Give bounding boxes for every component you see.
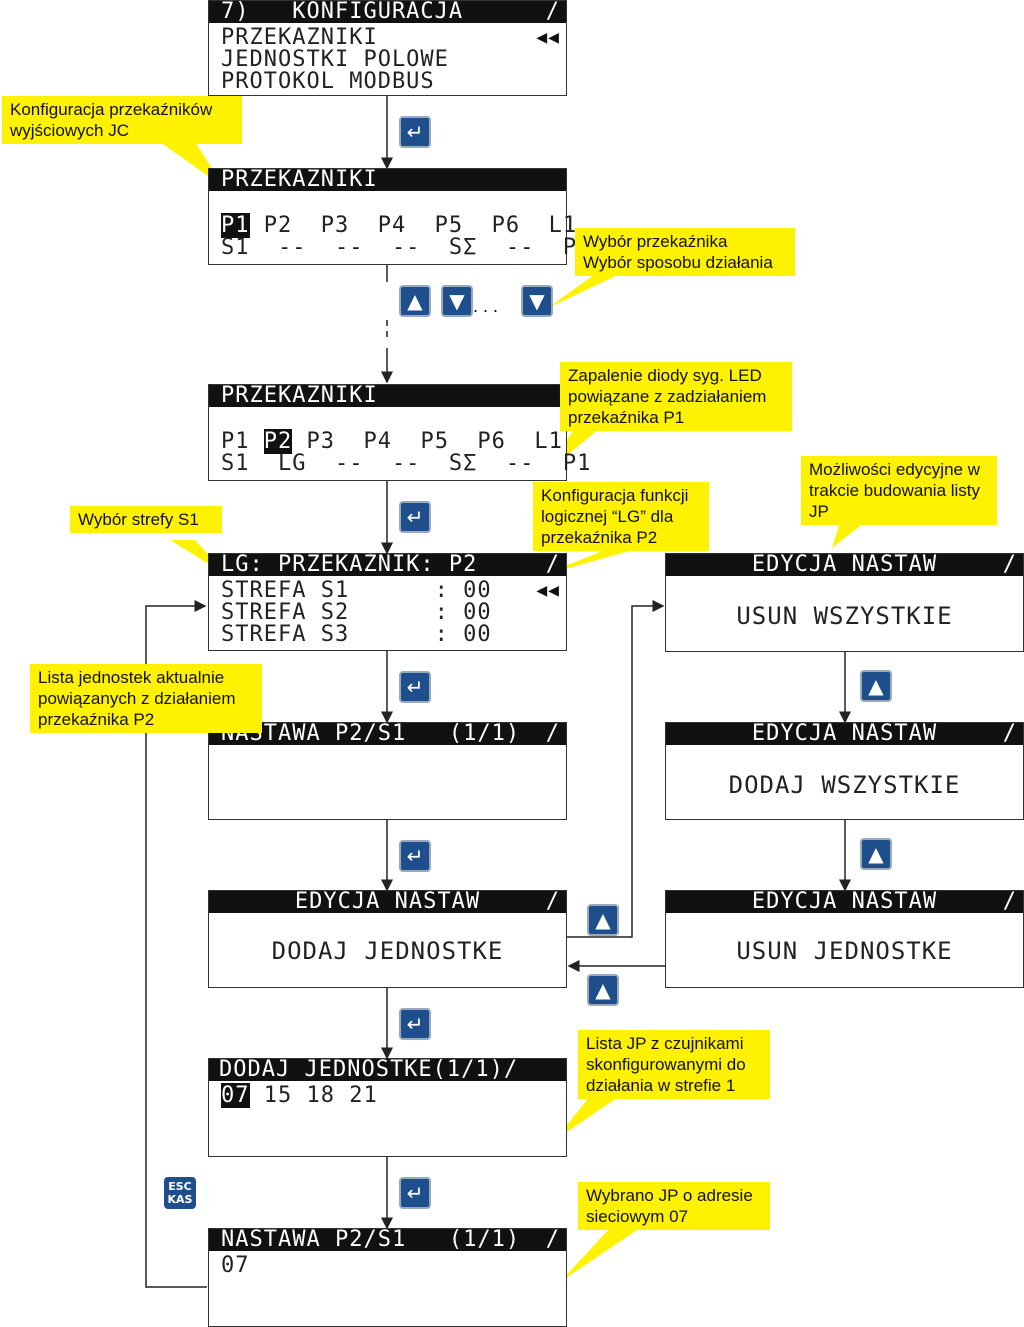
note-lista-jednostek: Lista jednostek aktualnie powiązanych z … — [30, 664, 262, 733]
relay-mode-row: S1 LG -- -- SΣ -- P1 — [221, 451, 592, 476]
screen-title: EDYCJA NASTAW/ — [666, 723, 1023, 745]
up-key-icon: ▲ — [860, 838, 892, 870]
ellipsis: . . . — [473, 296, 499, 316]
relay-mode-row: S1 -- -- -- SΣ -- P1 — [221, 235, 592, 260]
screen-title: 7) KONFIGURACJA/ — [209, 1, 566, 23]
note-wybrano-jp: Wybrano JP o adresie sieciowym 07 — [578, 1182, 770, 1230]
screen-przekazniki-1: PRZEKAZNIKI P1 P2 P3 P4 P5 P6 L1 S1 -- -… — [208, 168, 592, 265]
option-dodaj-jednostke[interactable]: DODAJ JEDNOSTKE — [271, 937, 504, 965]
option-usun-wszystkie[interactable]: USUN WSZYSTKIE — [736, 602, 953, 630]
up-key-icon: ▲ — [399, 285, 431, 317]
speaker-icon: ◀◀ — [536, 27, 560, 48]
screen-title: PRZEKAZNIKI — [209, 385, 566, 407]
note-wybor-strefy: Wybór strefy S1 — [70, 506, 222, 533]
up-key-icon: ▲ — [587, 974, 619, 1006]
screen-nastawa-empty: NASTAWA P2/S1 (1/1)/ — [208, 722, 567, 820]
screen-edycja-usun-wszystkie: EDYCJA NASTAW/ USUN WSZYSTKIE — [665, 553, 1024, 652]
screen-title: NASTAWA P2/S1 (1/1)/ — [209, 723, 566, 745]
enter-key-icon: ↵ — [399, 116, 431, 148]
relay-row: P1 P2 P3 P4 P5 P6 L1 — [221, 213, 578, 238]
note-zapalenie-diody: Zapalenie diody syg. LED powiązane z zad… — [560, 362, 792, 431]
speaker-icon: ◀◀ — [536, 580, 560, 601]
note-wybor-przekaznika: Wybór przekaźnika Wybór sposobu działani… — [575, 228, 795, 276]
screen-title: LG: PRZEKAŹNIK: P2/ — [209, 554, 566, 576]
enter-key-icon: ↵ — [399, 1008, 431, 1040]
up-key-icon: ▲ — [860, 670, 892, 702]
strefa-s2-row[interactable]: STREFA S2 : 00 — [221, 600, 492, 625]
strefa-s1-row[interactable]: STREFA S1 : 00◀◀ — [221, 578, 560, 603]
unit-07-selected[interactable]: 07 — [221, 1083, 250, 1108]
screen-lg-przekaznik: LG: PRZEKAŹNIK: P2/ STREFA S1 : 00◀◀ STR… — [208, 553, 567, 651]
note-lista-jp: Lista JP z czujnikami skonfigurowanymi d… — [578, 1030, 770, 1099]
relay-row: P1 P2 P3 P4 P5 P6 L1 — [221, 429, 563, 454]
enter-key-icon: ↵ — [399, 671, 431, 703]
note-konfiguracja-przekaznikow: Konfiguracja przekaźników wyjściowych JC — [2, 96, 242, 144]
screen-edycja-dodaj-wszystkie: EDYCJA NASTAW/ DODAJ WSZYSTKIE — [665, 722, 1024, 820]
enter-key-icon: ↵ — [399, 501, 431, 533]
screen-edycja-usun-jednostke: EDYCJA NASTAW/ USUN JEDNOSTKE — [665, 890, 1024, 988]
screen-dodaj-jednostke-lista: DODAJ JEDNOSTKE(1/1)/ 07 15 18 21 — [208, 1058, 567, 1157]
screen-title: PRZEKAZNIKI — [209, 169, 566, 191]
menu-item-przekazniki[interactable]: PRZEKAZNIKI◀◀ — [221, 25, 560, 50]
option-usun-jednostke[interactable]: USUN JEDNOSTKE — [736, 937, 953, 965]
note-mozliwosci-edycyjne: Możliwości edycyjne w trakcie budowania … — [801, 456, 997, 525]
unit-list: 07 15 18 21 — [221, 1083, 378, 1108]
enter-key-icon: ↵ — [399, 840, 431, 872]
screen-title: EDYCJA NASTAW/ — [666, 891, 1023, 913]
note-konfiguracja-lg: Konfiguracja funkcji logicznej “LG” dla … — [533, 482, 709, 551]
menu-item-modbus[interactable]: PROTOKOL MODBUS — [221, 69, 435, 94]
screen-przekazniki-2: PRZEKAZNIKI P1 P2 P3 P4 P5 P6 L1 S1 LG -… — [208, 384, 592, 481]
enter-key-icon: ↵ — [399, 1177, 431, 1209]
relay-p2-selected[interactable]: P2 — [263, 429, 293, 454]
screen-title: EDYCJA NASTAW/ — [666, 554, 1023, 576]
screen-nastawa-07: NASTAWA P2/S1 (1/1)/ 07 — [208, 1228, 567, 1327]
option-dodaj-wszystkie[interactable]: DODAJ WSZYSTKIE — [728, 771, 961, 799]
menu-item-jednostki[interactable]: JEDNOSTKI POLOWE — [221, 47, 449, 72]
unit-value: 07 — [221, 1253, 250, 1278]
relay-p1-selected[interactable]: P1 — [221, 213, 250, 238]
screen-title: EDYCJA NASTAW/ — [209, 891, 566, 913]
strefa-s3-row[interactable]: STREFA S3 : 00 — [221, 622, 492, 647]
up-key-icon: ▲ — [587, 904, 619, 936]
down-key-icon: ▼ — [441, 285, 473, 317]
screen-title: NASTAWA P2/S1 (1/1)/ — [209, 1229, 566, 1251]
screen-konfiguracja: 7) KONFIGURACJA/ PRZEKAZNIKI◀◀ JEDNOSTKI… — [208, 0, 567, 96]
screen-edycja-dodaj-jednostke: EDYCJA NASTAW/ DODAJ JEDNOSTKE — [208, 890, 567, 988]
down-key-icon: ▼ — [521, 285, 553, 317]
screen-title: DODAJ JEDNOSTKE(1/1)/ — [209, 1059, 566, 1081]
